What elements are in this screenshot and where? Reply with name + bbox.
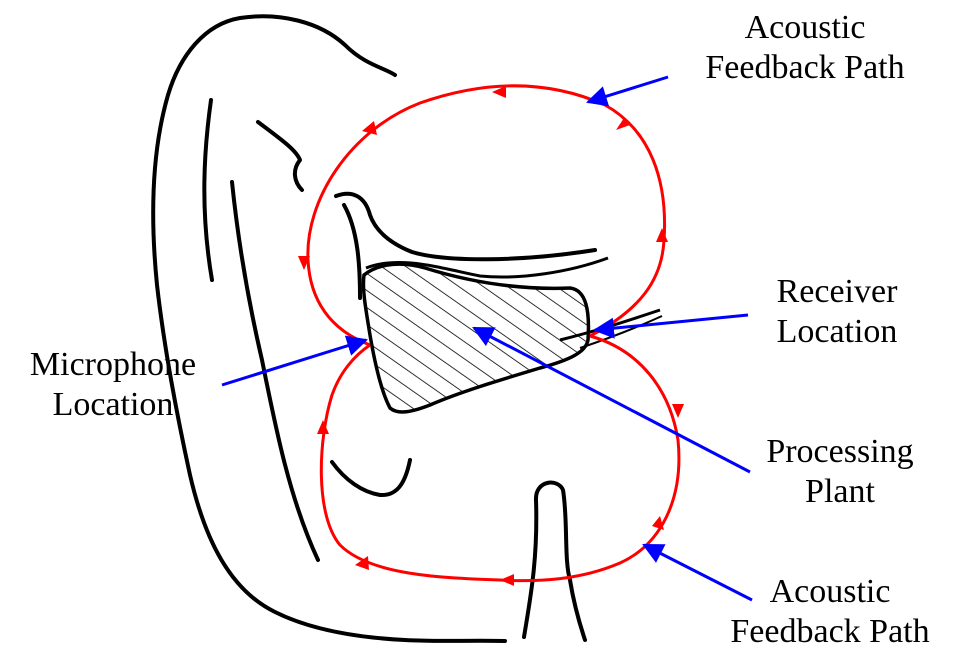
- loop-arrow: [317, 420, 329, 434]
- loop-arrow: [362, 121, 377, 135]
- ear-crus: [258, 122, 302, 190]
- label-processing-plant: Processing Plant: [740, 432, 940, 512]
- label-microphone-location: Microphone Location: [4, 345, 222, 425]
- processing-plant-body: [363, 264, 588, 412]
- label-acoustic-feedback-path-top: Acoustic Feedback Path: [680, 8, 930, 88]
- ear-antihelix: [204, 100, 212, 280]
- pointer-acoustic-top: [588, 77, 668, 102]
- ear-lower-curl: [332, 460, 410, 495]
- ear-concha-edge: [344, 205, 360, 298]
- loop-arrow: [500, 574, 514, 586]
- ear-tragus: [336, 194, 595, 260]
- ear-lobe-tab: [524, 483, 585, 640]
- loop-arrow: [616, 118, 630, 130]
- pointer-processing: [474, 328, 750, 472]
- loop-arrow: [656, 228, 668, 242]
- ear-inner-fold: [232, 182, 318, 560]
- pointer-microphone: [222, 340, 366, 385]
- label-acoustic-feedback-path-bottom: Acoustic Feedback Path: [705, 572, 955, 652]
- label-receiver-location: Receiver Location: [752, 272, 922, 352]
